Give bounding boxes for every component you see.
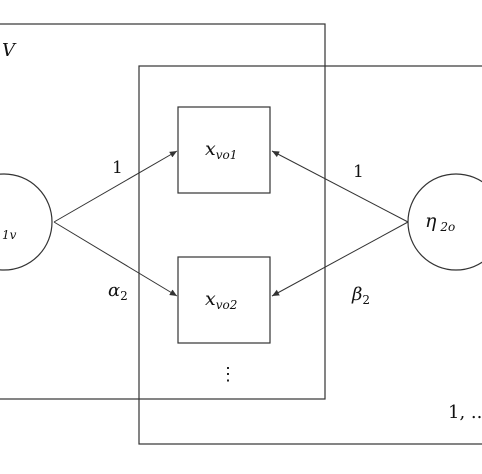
eta-left-label: 1v (2, 228, 17, 242)
latent-circle-left (0, 173, 53, 271)
arrow-left-to-x1 (53, 150, 178, 223)
outer-plate (0, 23, 326, 400)
arrow-right-to-x2 (271, 221, 409, 297)
observed-box-2 (177, 256, 271, 344)
arrow-right-to-x1 (271, 150, 409, 223)
vertical-ellipsis: ⋮ (219, 364, 237, 385)
arrow-left-to-x2 (53, 221, 178, 297)
edge-label-left-bottom: α2 (108, 280, 128, 303)
outer-plate-label: V (2, 40, 15, 61)
edge-label-left-top: 1 (112, 158, 123, 178)
inner-plate (138, 65, 482, 445)
edge-label-right-bottom: β2 (352, 284, 371, 307)
x1-label: xvo1 (205, 138, 238, 162)
observed-box-1 (177, 106, 271, 194)
x2-label: xvo2 (205, 288, 238, 312)
inner-plate-label: 1, .. (448, 402, 482, 423)
edge-label-right-top: 1 (353, 162, 364, 182)
